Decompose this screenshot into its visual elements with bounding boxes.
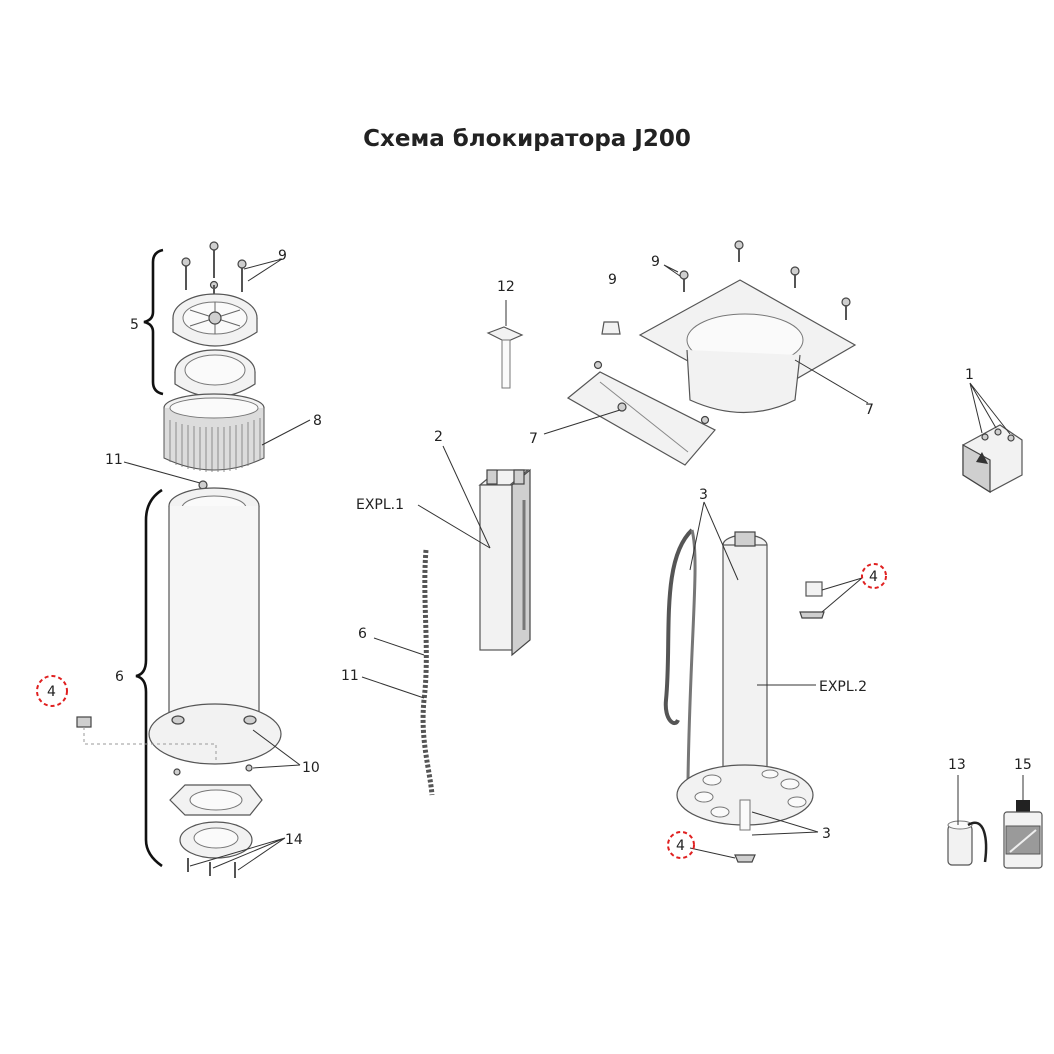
label-1: 1	[965, 367, 974, 383]
label-9-right: 9	[651, 254, 660, 270]
part-12	[486, 300, 524, 389]
brace-5	[143, 248, 164, 396]
label-13: 13	[948, 757, 966, 773]
led-ring-8	[163, 393, 265, 472]
base-plate	[148, 703, 282, 776]
piston-base-disc	[676, 764, 814, 831]
control-box-1	[962, 382, 1023, 494]
cylinder-expl2	[722, 531, 768, 796]
bollard-light-ring	[174, 349, 256, 398]
cable-6-11	[420, 549, 435, 796]
mount-frame-assembly	[543, 240, 869, 466]
label-7-frame: 7	[865, 402, 874, 418]
bolts-9-left	[181, 241, 247, 300]
label-6-left: 6	[115, 669, 124, 685]
bollard-tube-6	[168, 487, 260, 726]
label-11-center: 11	[341, 668, 359, 684]
label-11-left: 11	[105, 452, 123, 468]
label-5: 5	[130, 317, 139, 333]
label-4-bottom: 4	[676, 838, 685, 854]
left-bollard-assembly	[36, 241, 311, 878]
label-10: 10	[302, 760, 320, 776]
center-parts	[361, 300, 531, 796]
label-expl2: EXPL.2	[819, 679, 867, 695]
label-8: 8	[313, 413, 322, 429]
label-3-top: 3	[699, 487, 708, 503]
hydraulic-piston-assembly	[663, 501, 887, 863]
label-expl1: EXPL.1	[356, 497, 404, 513]
label-15: 15	[1014, 757, 1032, 773]
brace-6	[135, 488, 163, 868]
callout-labels: 9 5 8 11 6 4 10 14 12 2 EXPL.1 6 11 9 9 …	[47, 248, 1032, 854]
label-4-left: 4	[47, 684, 56, 700]
bottom-flange	[179, 821, 253, 878]
bollard-head-cap	[172, 293, 258, 347]
label-9-single: 9	[608, 272, 617, 288]
page-title: Схема блокиратора J200	[363, 126, 691, 152]
oil-bottle-15	[1003, 775, 1043, 869]
capacitor-13	[947, 775, 988, 866]
label-2: 2	[434, 429, 443, 445]
label-14: 14	[285, 832, 303, 848]
label-4-right: 4	[869, 569, 878, 585]
label-3-bottom: 3	[822, 826, 831, 842]
label-6-center: 6	[358, 626, 367, 642]
label-12: 12	[497, 279, 515, 295]
mid-flange	[169, 784, 263, 816]
part-2-module	[478, 468, 531, 657]
label-7-plate: 7	[529, 431, 538, 447]
label-9-left: 9	[278, 248, 287, 264]
